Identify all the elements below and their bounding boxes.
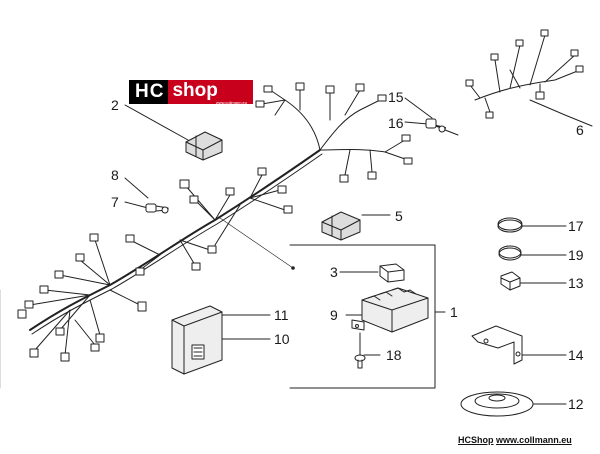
footer-credit: HCShop www.collmann.eu bbox=[458, 435, 572, 445]
callout-1-bracket bbox=[289, 244, 446, 389]
control-unit-part-10-11 bbox=[171, 305, 271, 375]
logo-sub-text: www.collmann.eu bbox=[215, 100, 247, 105]
grommet-part-12 bbox=[460, 391, 561, 417]
callout-9: 9 bbox=[330, 307, 338, 323]
harness-connectors bbox=[17, 82, 413, 362]
clamp-part-19 bbox=[498, 245, 561, 261]
fuse-part-3 bbox=[347, 263, 405, 283]
callout-7: 7 bbox=[111, 194, 119, 210]
callout-5: 5 bbox=[395, 208, 403, 224]
callout-10: 10 bbox=[274, 331, 290, 347]
callout-14: 14 bbox=[568, 347, 584, 363]
callout-2: 2 bbox=[111, 97, 119, 113]
callout-1: 1 bbox=[450, 304, 458, 320]
logo-hc-text: HC bbox=[129, 80, 169, 104]
callout-17: 17 bbox=[568, 218, 584, 234]
hc-shop-logo: HC shop www.collmann.eu bbox=[129, 80, 253, 105]
callout-13: 13 bbox=[568, 275, 584, 291]
logo-shop-word: shop bbox=[172, 80, 218, 101]
fuse-box-part-9 bbox=[345, 287, 429, 333]
callout-11: 11 bbox=[274, 307, 289, 323]
clip-part-5 bbox=[321, 211, 391, 241]
callout-19: 19 bbox=[568, 247, 584, 263]
sub-harness-part-6 bbox=[465, 29, 584, 119]
callout-8: 8 bbox=[111, 167, 119, 183]
bracket-part-14 bbox=[471, 325, 561, 365]
callout-15: 15 bbox=[388, 89, 404, 105]
callout-16: 16 bbox=[388, 115, 404, 131]
leader-lines bbox=[339, 99, 593, 405]
clip-part-2 bbox=[124, 104, 223, 161]
clip-nut-part-13 bbox=[500, 271, 561, 291]
callout-6: 6 bbox=[576, 122, 584, 138]
logo-shop-text: shop www.collmann.eu bbox=[168, 80, 253, 105]
callout-18: 18 bbox=[386, 347, 402, 363]
sensor-part-15-16 bbox=[404, 97, 459, 136]
callout-3: 3 bbox=[330, 264, 338, 280]
footer-url: www.collmann.eu bbox=[496, 435, 572, 445]
main-wiring-harness bbox=[29, 87, 409, 356]
screw-part-18 bbox=[354, 332, 381, 369]
footer-shop: HCShop bbox=[458, 435, 494, 445]
screw-part-7-8 bbox=[124, 177, 169, 214]
callout-12: 12 bbox=[568, 396, 584, 412]
clamp-part-17 bbox=[497, 217, 561, 233]
